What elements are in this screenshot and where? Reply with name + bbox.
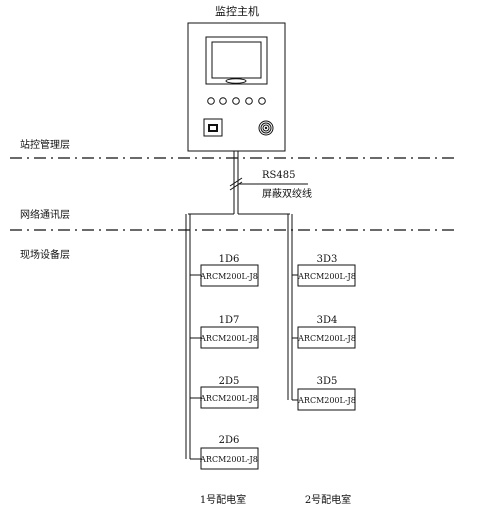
- device-box: [297, 264, 356, 287]
- device-3d4: 3D4 ARCM200L-J8: [297, 315, 356, 349]
- device-box: [297, 326, 356, 349]
- device-model: ARCM200L-J8: [199, 272, 258, 281]
- device-2d6: 2D6 ARCM200L-J8: [199, 435, 259, 470]
- layer-label-field: 现场设备层: [20, 248, 70, 261]
- layer-label-station: 站控管理层: [20, 138, 70, 151]
- device-model: ARCM200L-J8: [199, 455, 258, 464]
- device-box: [297, 388, 356, 411]
- room-1-devices: 1D6 ARCM200L-J8 1D7 ARCM200L-J8 2D5 ARCM…: [199, 254, 259, 470]
- room-2-label: 2号配电室: [305, 493, 351, 506]
- device-id: 2D6: [219, 435, 240, 446]
- layer-label-network: 网络通讯层: [20, 208, 70, 221]
- device-id: 1D7: [219, 315, 240, 326]
- device-model: ARCM200L-J8: [199, 334, 258, 343]
- device-id: 3D5: [317, 376, 338, 387]
- device-1d7: 1D7 ARCM200L-J8: [199, 315, 259, 349]
- rs485-bus: [185, 151, 308, 460]
- room-2-devices: 3D3 ARCM200L-J8 3D4 ARCM200L-J8 3D5 ARCM…: [297, 254, 356, 411]
- device-model: ARCM200L-J8: [297, 334, 356, 343]
- knob-icon: [258, 120, 274, 136]
- monitor-icon: [205, 36, 268, 85]
- device-box: [200, 264, 259, 287]
- host-cabinet: [187, 22, 286, 152]
- host-title: 监控主机: [215, 4, 259, 18]
- device-id: 3D4: [317, 315, 338, 326]
- device-id: 2D5: [219, 376, 240, 387]
- device-model: ARCM200L-J8: [199, 394, 258, 403]
- device-id: 3D3: [317, 254, 338, 265]
- bus-cable: 屏蔽双绞线: [262, 187, 312, 200]
- device-model: ARCM200L-J8: [297, 272, 356, 281]
- room-1-label: 1号配电室: [200, 493, 246, 506]
- device-3d5: 3D5 ARCM200L-J8: [297, 376, 356, 411]
- device-box: [200, 326, 259, 349]
- device-box: [200, 386, 259, 409]
- device-model: ARCM200L-J8: [297, 396, 356, 405]
- indicator-lights: [207, 97, 266, 105]
- device-1d6: 1D6 ARCM200L-J8: [199, 254, 259, 287]
- device-box: [200, 447, 259, 470]
- bus-protocol: RS485: [262, 170, 295, 181]
- power-switch-icon: [203, 118, 223, 137]
- device-2d5: 2D5 ARCM200L-J8: [199, 376, 259, 409]
- device-3d3: 3D3 ARCM200L-J8: [297, 254, 356, 287]
- device-id: 1D6: [219, 254, 240, 265]
